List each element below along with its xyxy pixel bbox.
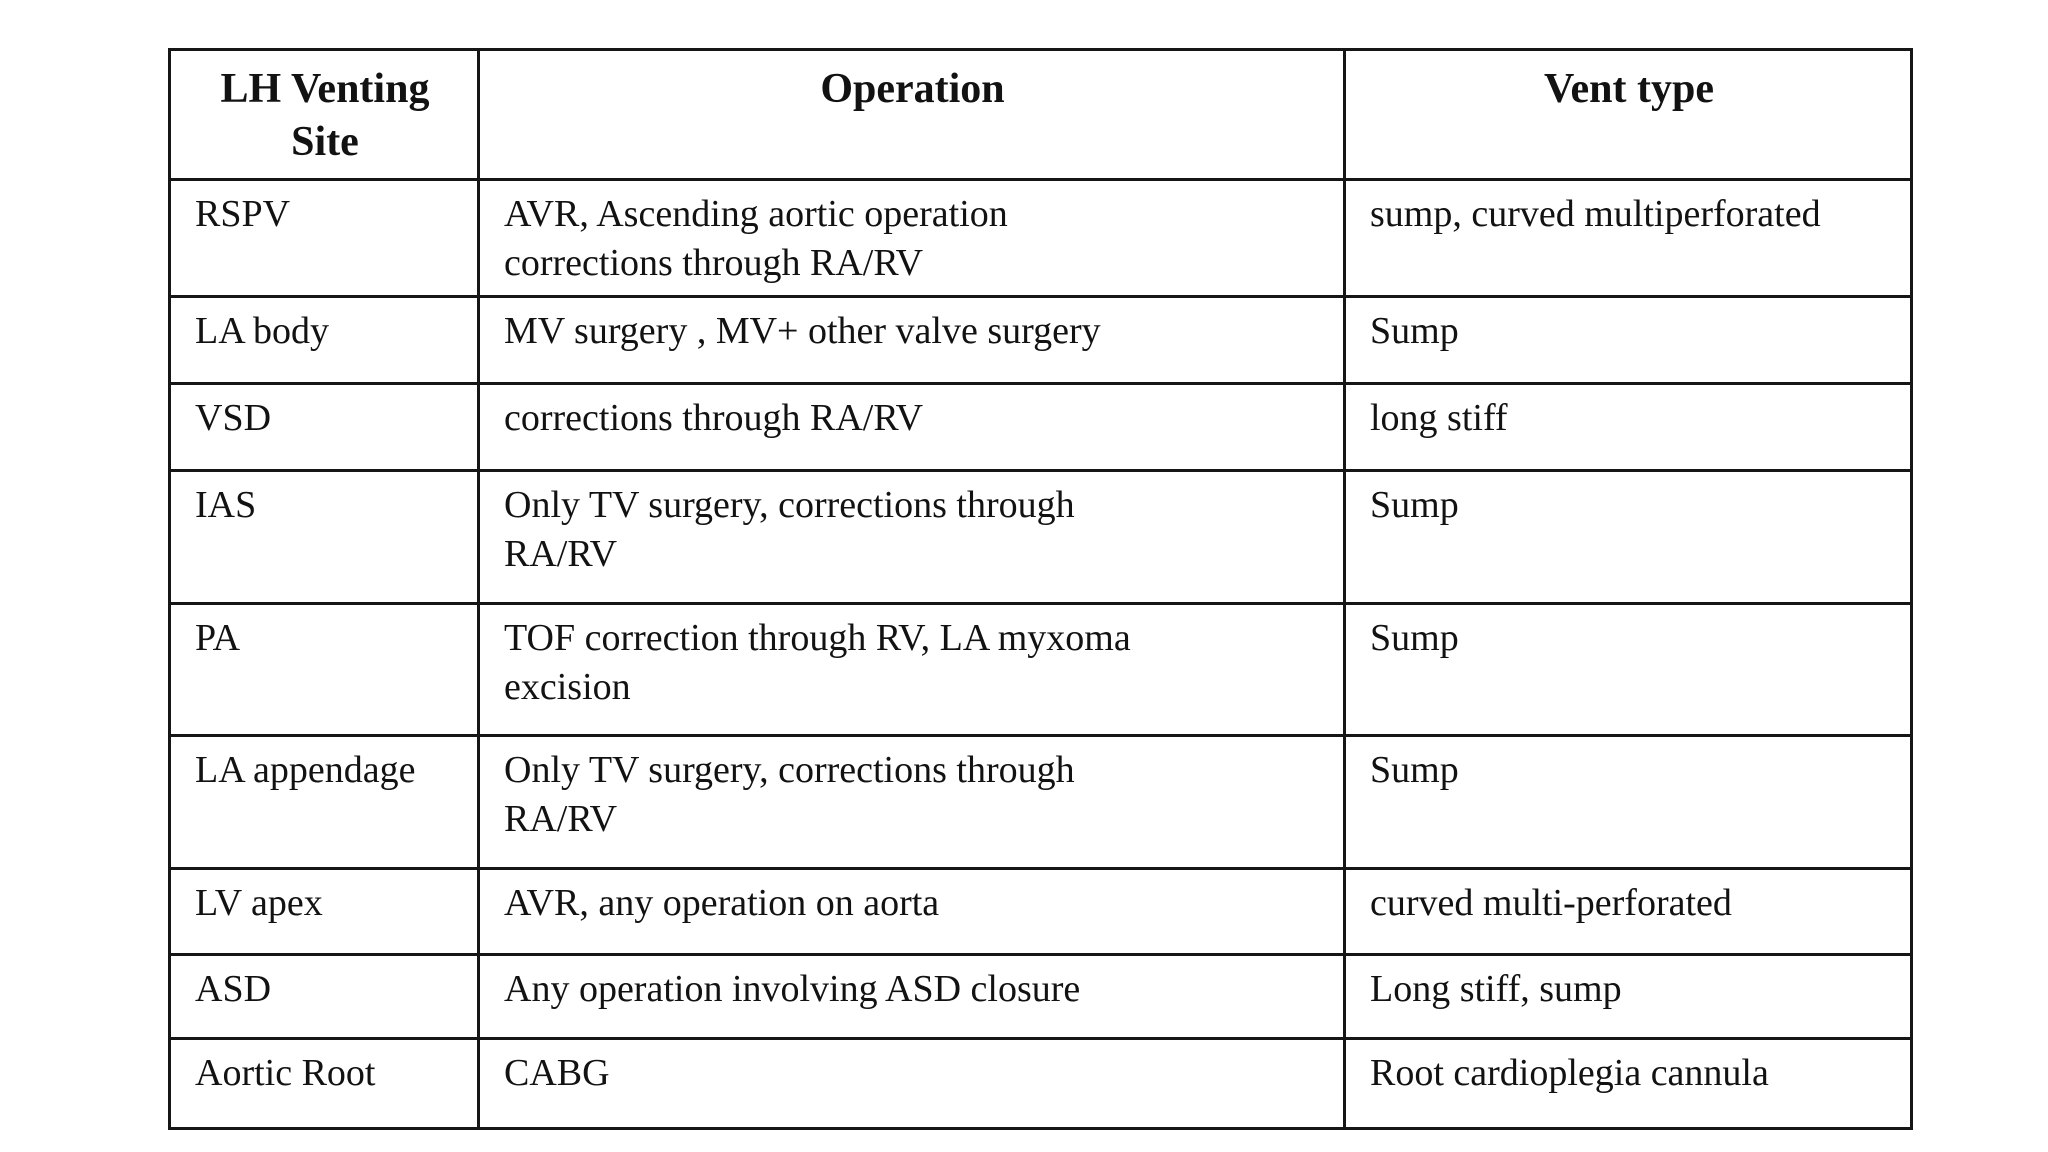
cell-operation: CABG [477,1037,1346,1131]
table-row-lv-apex: LV apex AVR, any operation on aorta curv… [168,867,1913,957]
cell-site: LA body [168,295,480,386]
cell-vent-type: Sump [1343,469,1913,606]
table-row-asd: ASD Any operation involving ASD closure … [168,953,1913,1041]
cell-vent-type: curved multi-perforated [1343,867,1913,957]
cell-site: IAS [168,469,480,606]
cell-vent-type: Sump [1343,734,1913,871]
cell-site: PA [168,602,480,738]
cell-operation: Only TV surgery, corrections through RA/… [477,734,1346,871]
cell-vent-type: Root cardioplegia cannula [1343,1037,1913,1131]
table-row-ias: IAS Only TV surgery, corrections through… [168,469,1913,606]
cell-vent-type: Sump [1343,295,1913,386]
table-row-la-appendage: LA appendage Only TV surgery, correction… [168,734,1913,871]
cell-operation: Only TV surgery, corrections through RA/… [477,469,1346,606]
cell-site: LA appendage [168,734,480,871]
table-row-rspv: RSPV AVR, Ascending aortic operation cor… [168,177,1913,299]
table-row-vsd: VSD corrections through RA/RV long stiff [168,382,1913,473]
cell-vent-type: Long stiff, sump [1343,953,1913,1041]
cell-site: RSPV [168,177,480,299]
cell-operation: corrections through RA/RV [477,382,1346,473]
cell-operation: AVR, any operation on aorta [477,867,1346,957]
cell-vent-type: long stiff [1343,382,1913,473]
header-row: LH Venting Site Operation Vent type [168,48,1913,181]
cell-vent-type: sump, curved multiperforated [1343,177,1913,299]
cell-site: LV apex [168,867,480,957]
cell-site: ASD [168,953,480,1041]
cell-operation: AVR, Ascending aortic operation correcti… [477,177,1346,299]
column-header-vent-type: Vent type [1343,48,1913,181]
cell-operation: MV surgery , MV+ other valve surgery [477,295,1346,386]
table-row-pa: PA TOF correction through RV, LA myxoma … [168,602,1913,738]
column-header-operation: Operation [477,48,1346,181]
cell-site: VSD [168,382,480,473]
cell-site: Aortic Root [168,1037,480,1131]
table-row-aortic-root: Aortic Root CABG Root cardioplegia cannu… [168,1037,1913,1131]
lh-venting-site-table: LH Venting Site Operation Vent type RSPV… [168,48,1913,1131]
table-row-la-body: LA body MV surgery , MV+ other valve sur… [168,295,1913,386]
cell-operation: TOF correction through RV, LA myxoma exc… [477,602,1346,738]
cell-vent-type: Sump [1343,602,1913,738]
cell-operation: Any operation involving ASD closure [477,953,1346,1041]
column-header-lh-venting-site: LH Venting Site [168,48,480,181]
